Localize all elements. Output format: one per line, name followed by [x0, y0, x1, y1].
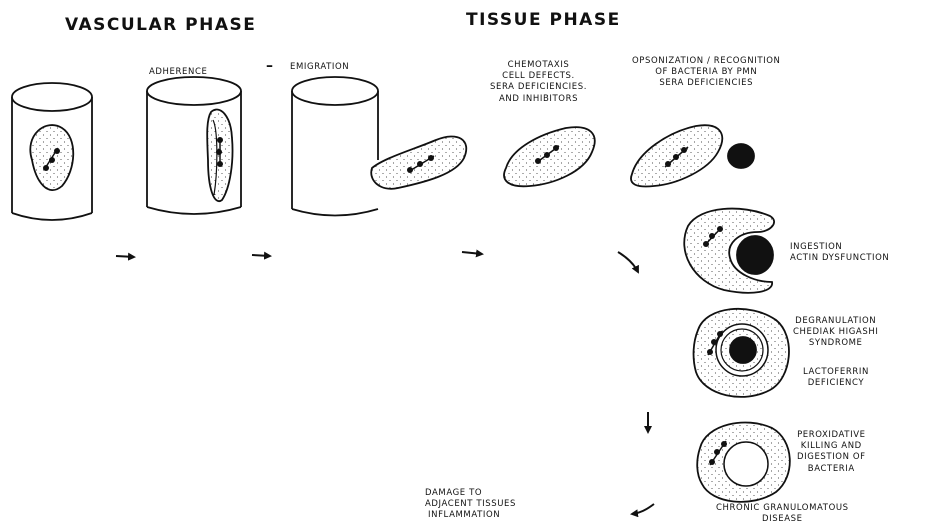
arrow-icon	[632, 504, 654, 514]
arrow-icon	[116, 256, 134, 257]
ingestion-label: INGESTION ACTIN DYSFUNCTION	[790, 242, 889, 264]
lactoferrin-label: LACTOFERRIN DEFICIENCY	[803, 367, 869, 389]
arrow-icon	[252, 255, 270, 256]
vascular-phase-heading: VASCULAR PHASE	[65, 15, 256, 35]
neutrophil-icon	[631, 125, 722, 186]
neutrophil-icon	[30, 125, 73, 190]
neutrophil-icon	[371, 136, 466, 188]
neutrophil-icon	[697, 422, 790, 501]
vessel-icon	[292, 77, 378, 216]
adherence-label: ADHERENCE	[149, 67, 207, 78]
neutrophil-icon	[207, 110, 232, 202]
bacterium-icon	[730, 337, 756, 363]
bacterium-icon	[728, 144, 754, 168]
tissue-phase-heading: TISSUE PHASE	[466, 10, 621, 30]
dash-label: –	[266, 57, 274, 75]
opsonization-label: OPSONIZATION / RECOGNITION OF BACTERIA B…	[632, 56, 780, 90]
degranulation-label: DEGRANULATION CHEDIAK HIGASHI SYNDROME	[793, 316, 878, 350]
damage-label: DAMAGE TO ADJACENT TISSUES INFLAMMATION	[425, 488, 516, 522]
cgd-label: CHRONIC GRANULOMATOUS DISEASE	[716, 503, 849, 525]
bacterium-icon	[737, 236, 773, 274]
peroxidative-label: PEROXIDATIVE KILLING AND DIGESTION OF BA…	[797, 430, 866, 475]
arrow-icon	[462, 252, 482, 254]
arrow-icon	[618, 252, 638, 272]
neutrophil-icon	[504, 127, 595, 186]
emigration-label: EMIGRATION	[290, 62, 349, 73]
chemotaxis-label: CHEMOTAXIS CELL DEFECTS. SERA DEFICIENCI…	[490, 60, 587, 105]
